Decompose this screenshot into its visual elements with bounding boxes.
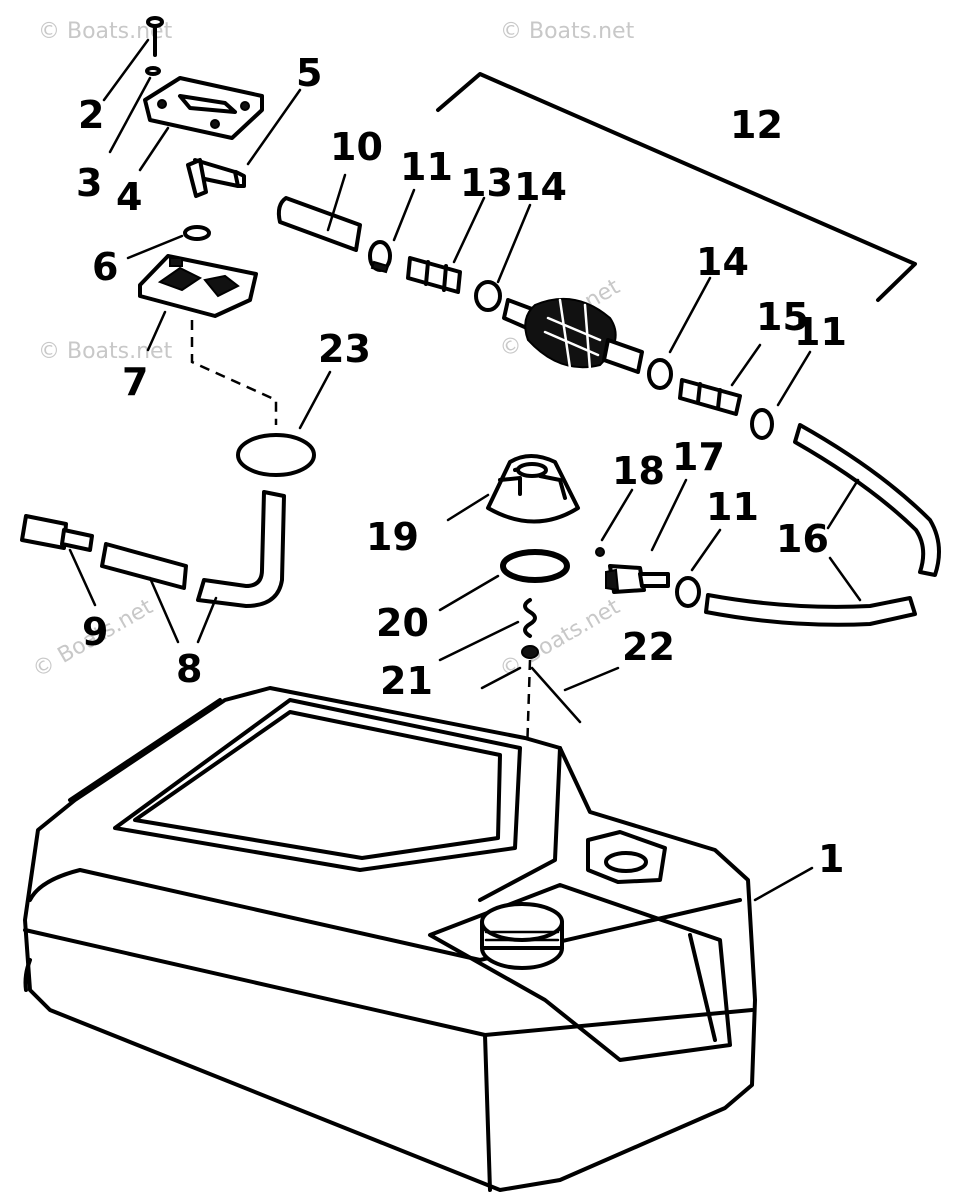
- part-10-hose: [276, 196, 362, 252]
- callout-15: 15: [756, 295, 809, 339]
- leader-dashed-pickup: [190, 320, 278, 425]
- part-6-gasket: [183, 225, 211, 241]
- part-1-fuel-tank: [23, 686, 757, 1192]
- callout-13: 13: [460, 161, 513, 205]
- part-16-hose: [704, 423, 941, 627]
- part-3-washer: [145, 66, 161, 76]
- primer-bulb: [502, 297, 644, 374]
- callout-5: 5: [296, 51, 322, 95]
- callout-16: 16: [776, 517, 829, 561]
- callout-14-b: 14: [696, 240, 749, 284]
- part-5-elbow-fitting: [186, 158, 246, 198]
- part-19-connector-cap: [486, 454, 580, 524]
- callout-22: 22: [622, 625, 675, 669]
- callout-8: 8: [176, 647, 202, 691]
- leader-lines: [68, 38, 862, 902]
- callout-23: 23: [318, 327, 371, 371]
- part-20-o-ring: [500, 549, 570, 583]
- callout-1: 1: [818, 837, 844, 881]
- part-8-pickup-tube: [100, 490, 286, 608]
- part-2-screw: [146, 16, 164, 57]
- callout-4: 4: [116, 175, 142, 219]
- part-22-wires: [480, 666, 582, 724]
- callout-2: 2: [78, 93, 104, 137]
- callout-11-a: 11: [400, 145, 453, 189]
- part-11-clamp-c: [675, 576, 701, 608]
- callout-18: 18: [612, 449, 665, 493]
- part-14-clamp-b: [647, 358, 673, 390]
- part-21-spring: [523, 598, 537, 638]
- part-22-seal: [521, 645, 539, 659]
- tank-fill-neck: [480, 902, 564, 970]
- callout-9: 9: [82, 610, 108, 654]
- callout-12: 12: [730, 103, 783, 147]
- callout-labels: 2 3 4 5 6 7 23 10 11 13 14 12 14 15 11 1…: [76, 51, 847, 881]
- part-13-connector: [406, 256, 462, 294]
- callout-6: 6: [92, 245, 118, 289]
- part-18-check-ball: [595, 547, 605, 557]
- callout-14-a: 14: [514, 165, 567, 209]
- part-11-clamp-b: [750, 408, 774, 440]
- callout-11-b: 11: [794, 310, 847, 354]
- callout-3: 3: [76, 161, 102, 205]
- part-23-o-ring: [236, 433, 316, 477]
- part-11-clamp-a: [368, 240, 392, 274]
- callout-20: 20: [376, 601, 429, 645]
- part-9-filter-tube: [20, 514, 94, 552]
- part-4-retainer-plate: [143, 76, 264, 140]
- callout-11-c: 11: [706, 485, 759, 529]
- part-14-clamp-a: [474, 280, 502, 312]
- callout-17: 17: [672, 435, 725, 479]
- part-15-connector: [678, 378, 742, 416]
- part-12-bracket: [436, 72, 917, 302]
- callout-21: 21: [380, 659, 433, 703]
- watermark-2: © Boats.net: [500, 19, 635, 44]
- callout-7: 7: [122, 360, 148, 404]
- callout-10: 10: [330, 125, 383, 169]
- callout-19: 19: [366, 515, 419, 559]
- part-7-pickup-plate: [138, 254, 258, 318]
- part-17-fitting: [605, 564, 670, 594]
